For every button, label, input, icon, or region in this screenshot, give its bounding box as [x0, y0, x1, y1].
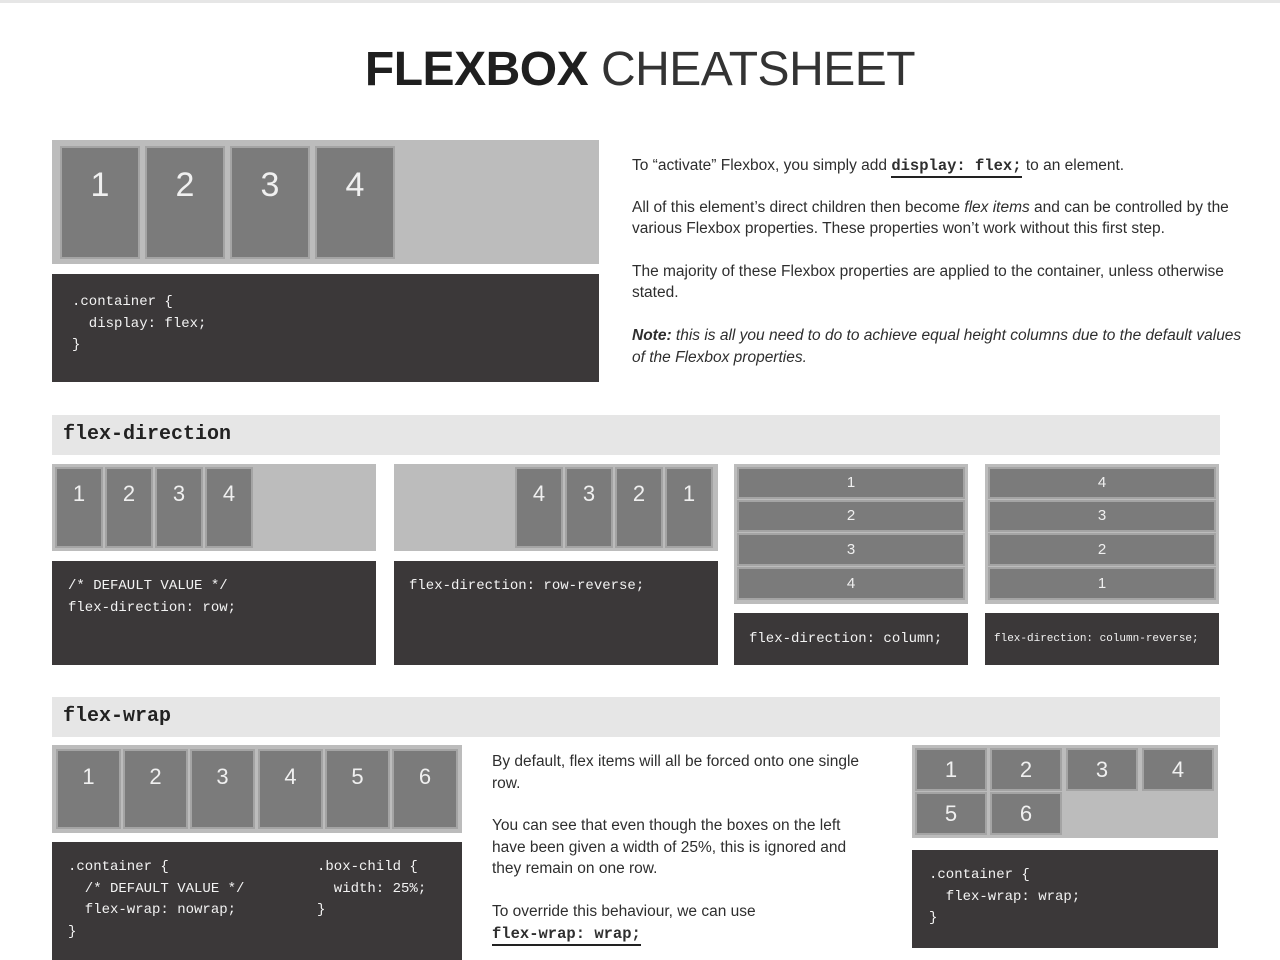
flex-item: 1 — [56, 749, 121, 829]
intro-paragraph-3: The majority of these Flexbox properties… — [632, 262, 1224, 302]
intro-p2-emphasis: flex items — [964, 198, 1030, 216]
flex-item: 1 — [60, 146, 140, 259]
flex-direction-header: flex-direction — [52, 415, 1220, 455]
flex-item: 3 — [155, 467, 203, 548]
row-demo: 1 2 3 4 — [52, 464, 376, 551]
flex-item: 2 — [105, 467, 153, 548]
flex-item: 2 — [737, 500, 965, 532]
flex-item: 2 — [145, 146, 225, 259]
intro-text: To “activate” Flexbox, you simply add di… — [632, 155, 1242, 368]
flex-item: 4 — [205, 467, 253, 548]
flex-item: 4 — [1142, 748, 1214, 791]
nowrap-container-code: .container { /* DEFAULT VALUE */ flex-wr… — [68, 859, 245, 940]
flex-item: 1 — [915, 748, 987, 791]
flex-item: 3 — [565, 467, 613, 548]
flex-item: 5 — [915, 792, 987, 835]
intro-p1-tail: to an element. — [1021, 157, 1125, 174]
column-reverse-demo: 4 3 2 1 — [985, 464, 1219, 604]
intro-p2-text: All of this element’s direct children th… — [632, 198, 965, 216]
flex-item: 1 — [737, 467, 965, 499]
flex-item: 4 — [515, 467, 563, 548]
intro-note: Note: this is all you need to do to achi… — [632, 325, 1242, 368]
flex-item: 6 — [990, 792, 1062, 835]
display-flex-demo: 1 2 3 4 — [52, 140, 599, 264]
wrap-paragraph-1: By default, flex items will all be force… — [492, 753, 860, 792]
flex-wrap-text: By default, flex items will all be force… — [492, 751, 868, 946]
flex-item: 2 — [123, 749, 188, 829]
row-reverse-demo: 4 3 2 1 — [394, 464, 718, 551]
wrap-paragraph-2: You can see that even though the boxes o… — [492, 817, 847, 878]
flex-item: 4 — [315, 146, 395, 259]
nowrap-code: .container { /* DEFAULT VALUE */ flex-wr… — [52, 842, 462, 960]
flex-item: 3 — [230, 146, 310, 259]
flex-item: 2 — [988, 533, 1216, 566]
column-demo: 1 2 3 4 — [734, 464, 968, 604]
flex-item: 4 — [988, 467, 1216, 499]
flex-item: 2 — [615, 467, 663, 548]
flex-item: 5 — [325, 749, 390, 829]
nowrap-child-code: .box-child { width: 25%; } — [317, 859, 427, 919]
intro-paragraph-1: To “activate” Flexbox, you simply add di… — [632, 155, 1242, 178]
flex-item: 1 — [665, 467, 713, 548]
wrap-p3-text: To override this behaviour, we can use — [492, 902, 756, 920]
top-rule — [0, 0, 1280, 3]
flex-item: 3 — [1066, 748, 1138, 791]
row-reverse-code: flex-direction: row-reverse; — [394, 561, 718, 665]
flex-item: 6 — [392, 749, 458, 829]
flex-item: 3 — [190, 749, 255, 829]
intro-paragraph-2: All of this element’s direct children th… — [632, 197, 1242, 240]
flex-wrap-inline-code: flex-wrap: wrap; — [492, 924, 641, 946]
flex-item: 1 — [988, 567, 1216, 600]
row-code: /* DEFAULT VALUE */ flex-direction: row; — [52, 561, 376, 665]
column-reverse-code: flex-direction: column-reverse; — [985, 613, 1219, 665]
flex-item: 3 — [737, 533, 965, 566]
flex-item: 3 — [988, 500, 1216, 532]
display-flex-code: .container { display: flex; } — [52, 274, 599, 382]
display-flex-inline-code: display: flex; — [891, 157, 1022, 178]
wrap-demo: 1 2 3 4 5 6 — [912, 745, 1218, 838]
column-code: flex-direction: column; — [734, 613, 968, 665]
title-light: CHEATSHEET — [600, 43, 916, 96]
flex-item: 1 — [55, 467, 103, 548]
flex-item: 2 — [990, 748, 1062, 791]
wrap-paragraph-3: To override this behaviour, we can use fl… — [492, 901, 868, 946]
flex-wrap-title: flex-wrap — [63, 705, 172, 728]
note-label: Note: — [632, 326, 672, 344]
title-bold: FLEXBOX — [364, 43, 589, 96]
intro-p2-tail: and can be controlled by the various Fle… — [632, 198, 1229, 238]
flex-direction-title: flex-direction — [63, 423, 232, 446]
wrap-code: .container { flex-wrap: wrap; } — [912, 850, 1218, 948]
page-title: FLEXBOX CHEATSHEET — [0, 40, 1280, 100]
flex-item: 4 — [737, 567, 965, 600]
flex-item: 4 — [258, 749, 323, 829]
nowrap-demo: 1 2 3 4 5 6 — [52, 745, 462, 833]
intro-p1-text: To “activate” Flexbox, you simply add — [632, 157, 892, 174]
note-text: this is all you need to do to achieve eq… — [632, 326, 1242, 366]
flex-wrap-header: flex-wrap — [52, 697, 1220, 737]
